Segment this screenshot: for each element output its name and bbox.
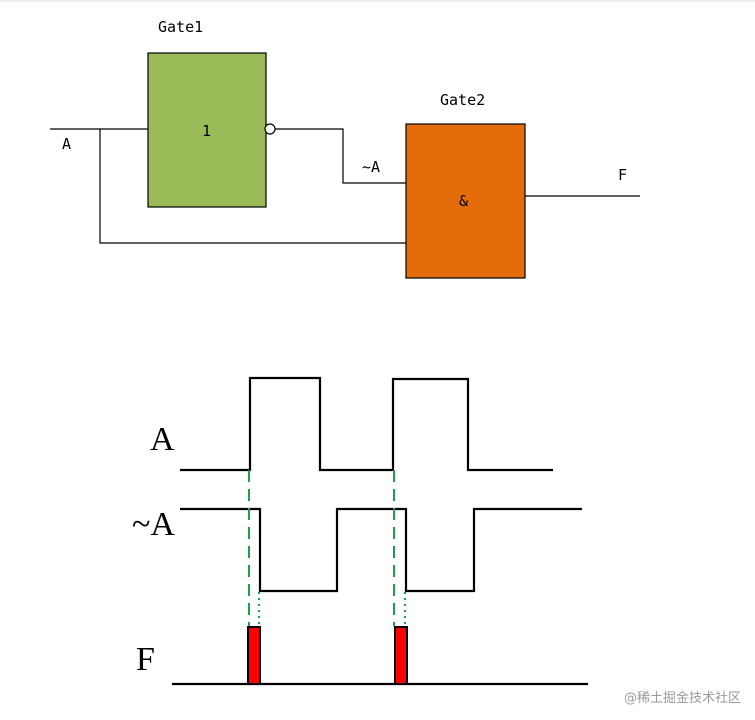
inverted-label: ~A: [362, 158, 380, 176]
gate2-box: [405, 123, 526, 279]
output-label-f: F: [618, 166, 627, 184]
timing-label-f: F: [136, 641, 155, 678]
inverter-output-wire: [275, 128, 406, 184]
waveform-not-a: [180, 507, 582, 593]
gate1-symbol: 1: [202, 122, 211, 140]
top-border: [0, 0, 755, 2]
gate2-symbol: &: [459, 192, 468, 210]
waveform-a: [180, 376, 553, 472]
timing-label-a: A: [150, 421, 175, 458]
timing-diagram: A ~A F: [132, 376, 588, 686]
gate1-box: [147, 52, 267, 208]
input-label-a: A: [62, 135, 71, 153]
glitch-pulse-1: [247, 626, 261, 685]
circuit-diagram: Gate1 1 Gate2 & A ~A F: [50, 18, 640, 279]
glitch-pulse-2: [394, 626, 408, 685]
inversion-bubble: [264, 123, 276, 135]
feedback-wire: [99, 129, 406, 244]
timing-label-not-a: ~A: [132, 506, 175, 543]
gate1-title: Gate1: [158, 18, 203, 36]
watermark: @稀土掘金技术社区: [623, 691, 741, 706]
gate2-title: Gate2: [440, 91, 485, 109]
